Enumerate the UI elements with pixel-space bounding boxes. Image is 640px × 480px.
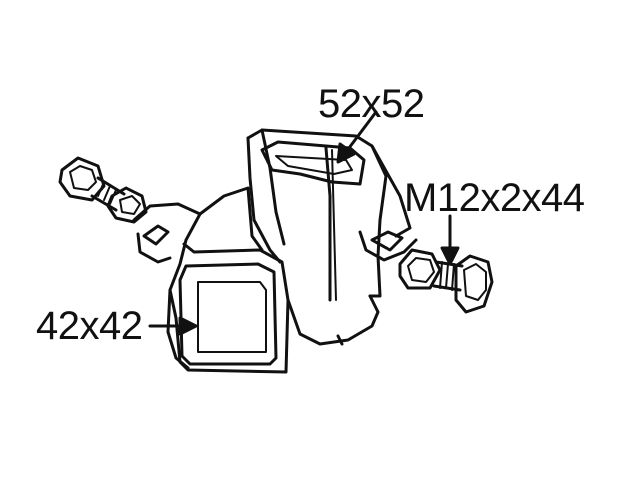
right-bolt <box>398 248 494 314</box>
clamp-body <box>198 186 380 346</box>
left-flange-slot <box>142 224 170 246</box>
label-m12x2x44: M12x2x44 <box>404 176 585 220</box>
leader-arrows <box>148 110 460 336</box>
arrow-52x52 <box>336 110 378 164</box>
large-tube-collar <box>246 128 418 302</box>
arrow-m12 <box>440 214 460 266</box>
large-tube-opening <box>260 140 366 186</box>
right-bolt-head <box>454 254 494 314</box>
label-52x52: 52x52 <box>318 82 425 126</box>
left-bolt-head <box>58 156 106 202</box>
label-42x42: 42x42 <box>36 304 143 348</box>
left-bolt <box>58 156 148 224</box>
right-flange-slot <box>370 230 404 252</box>
small-tube-opening <box>178 262 278 366</box>
right-bolt-nut <box>398 248 442 290</box>
left-bolt-nut <box>106 186 148 224</box>
arrow-42x42 <box>148 316 198 336</box>
small-tube-collar <box>132 202 290 374</box>
large-tube-seam <box>324 146 332 302</box>
